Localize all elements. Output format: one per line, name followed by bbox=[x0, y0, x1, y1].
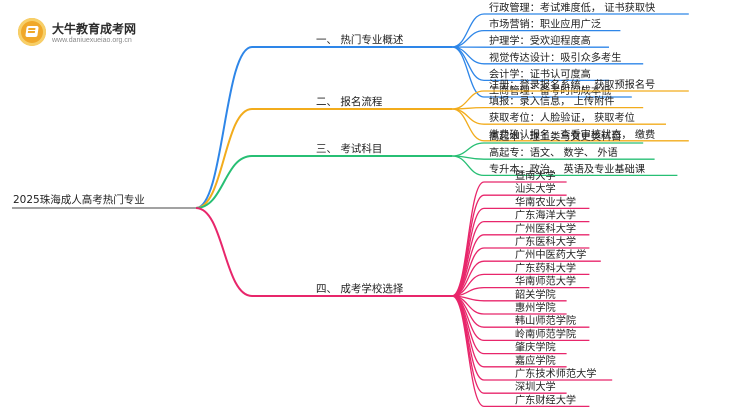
item-label: 高起本：理工类与文史类科目 bbox=[489, 130, 621, 143]
item-label: 广东药科大学 bbox=[515, 261, 576, 274]
item-connector bbox=[451, 29, 485, 48]
branch-connector bbox=[195, 207, 253, 297]
book-logo-icon bbox=[18, 18, 46, 46]
item-label: 广州中医药大学 bbox=[515, 248, 586, 261]
item-connector bbox=[451, 108, 485, 142]
item-connector bbox=[451, 142, 485, 157]
branch-label-school-selection: 四、 成考学校选择 bbox=[316, 282, 404, 295]
item-connector bbox=[451, 194, 485, 297]
item-label: 护理学：受欢迎程度高 bbox=[489, 34, 591, 47]
item-label: 韩山师范学院 bbox=[515, 314, 576, 327]
item-connector bbox=[451, 295, 485, 408]
item-label: 广州医科大学 bbox=[515, 222, 576, 235]
item-label: 会计学：证书认可度高 bbox=[489, 67, 591, 80]
item-label: 暨南大学 bbox=[515, 169, 556, 182]
item-label: 韶关学院 bbox=[515, 288, 556, 301]
item-connector bbox=[451, 295, 485, 381]
item-label: 高起专：语文、 数学、 外语 bbox=[489, 146, 618, 159]
branch-label-exam-subjects: 三、 考试科目 bbox=[316, 142, 382, 155]
item-label: 视觉传达设计：吸引众多考生 bbox=[489, 51, 621, 64]
item-label: 汕头大学 bbox=[515, 182, 556, 195]
branch-connector bbox=[195, 108, 253, 209]
item-connector bbox=[451, 295, 485, 368]
item-label: 广东海洋大学 bbox=[515, 209, 576, 222]
item-label: 惠州学院 bbox=[515, 301, 556, 314]
item-label: 行政管理：考试难度低， 证书获取快 bbox=[489, 1, 655, 14]
item-label: 华南农业大学 bbox=[515, 195, 576, 208]
item-connector bbox=[451, 108, 485, 125]
logo-title: 大牛教育成考网 bbox=[52, 22, 137, 36]
item-label: 获取考位：人脸验证， 获取考位 bbox=[489, 111, 635, 124]
item-label: 嘉应学院 bbox=[515, 354, 556, 367]
logo: 大牛教育成考网 www.daniuexueiao.org.cn bbox=[18, 18, 143, 48]
item-connector bbox=[451, 13, 485, 48]
item-label: 华南师范大学 bbox=[515, 275, 576, 288]
item-connector bbox=[451, 207, 485, 297]
item-label: 广东技术师范大学 bbox=[515, 367, 597, 380]
branch-connector bbox=[195, 46, 253, 209]
item-connector bbox=[451, 155, 485, 177]
item-label: 缴费确认报名：查看审核状态， 缴费 bbox=[489, 128, 655, 141]
item-label: 广东财经大学 bbox=[515, 393, 576, 406]
branch-label-registration-process: 二、 报名流程 bbox=[316, 95, 383, 108]
item-label: 市场营销：职业应用广泛 bbox=[489, 18, 601, 31]
item-connector bbox=[451, 90, 485, 110]
item-label: 专升本：政治、 英语及专业基础课 bbox=[489, 162, 645, 175]
logo-subtitle: www.daniuexueiao.org.cn bbox=[52, 37, 132, 44]
item-label: 肇庆学院 bbox=[515, 341, 556, 354]
branch-label-popular-majors: 一、 热门专业概述 bbox=[316, 33, 404, 46]
item-connector bbox=[451, 46, 485, 98]
item-label: 广东医科大学 bbox=[515, 235, 576, 248]
item-label: 深圳大学 bbox=[515, 380, 556, 393]
item-label: 注册：登录报名系统， 获取预报名号 bbox=[489, 78, 655, 91]
root-topic: 2025珠海成人高考热门专业 bbox=[13, 193, 145, 206]
branch-connector bbox=[195, 155, 253, 209]
item-label: 填报：录入信息， 上传附件 bbox=[489, 95, 615, 108]
item-label: 岭南师范学院 bbox=[515, 327, 576, 340]
